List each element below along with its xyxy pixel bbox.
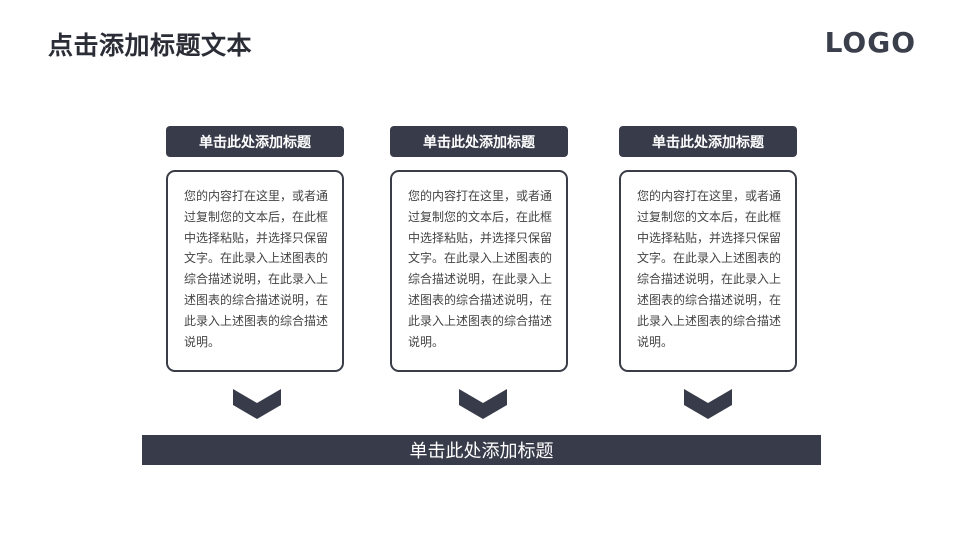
column-2-body[interactable]: 您的内容打在这里，或者通过复制您的文本后，在此框中选择粘贴，并选择只保留文字。在…	[390, 170, 568, 372]
content-column-3: 单击此处添加标题 您的内容打在这里，或者通过复制您的文本后，在此框中选择粘贴，并…	[619, 126, 797, 372]
column-3-title[interactable]: 单击此处添加标题	[619, 126, 797, 157]
column-1-title[interactable]: 单击此处添加标题	[166, 126, 344, 157]
column-2-title[interactable]: 单击此处添加标题	[390, 126, 568, 157]
column-1-body[interactable]: 您的内容打在这里，或者通过复制您的文本后，在此框中选择粘贴，并选择只保留文字。在…	[166, 170, 344, 372]
chevron-down-icon	[684, 389, 732, 419]
summary-title-bar[interactable]: 单击此处添加标题	[142, 435, 821, 465]
page-title[interactable]: 点击添加标题文本	[48, 31, 253, 60]
content-column-1: 单击此处添加标题 您的内容打在这里，或者通过复制您的文本后，在此框中选择粘贴，并…	[166, 126, 344, 372]
logo: LOGO	[824, 26, 916, 59]
content-column-2: 单击此处添加标题 您的内容打在这里，或者通过复制您的文本后，在此框中选择粘贴，并…	[390, 126, 568, 372]
column-3-body[interactable]: 您的内容打在这里，或者通过复制您的文本后，在此框中选择粘贴，并选择只保留文字。在…	[619, 170, 797, 372]
chevron-down-icon	[459, 389, 507, 419]
chevron-down-icon	[233, 389, 281, 419]
